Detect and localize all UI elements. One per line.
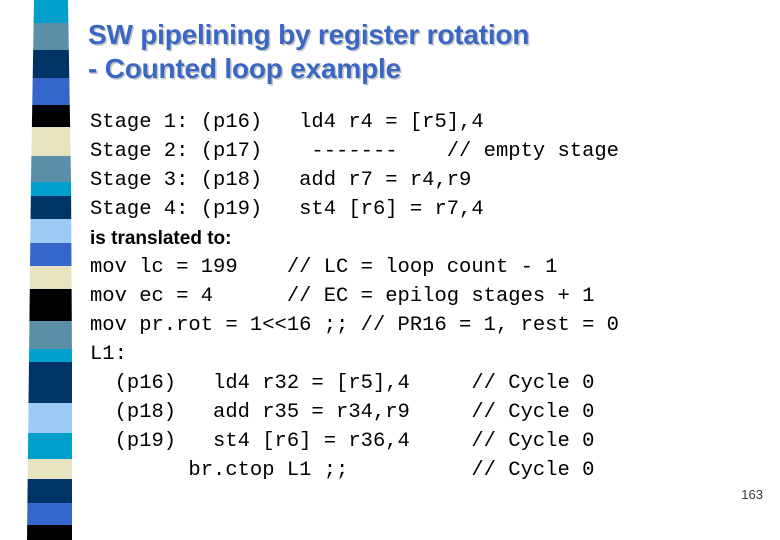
stripe-band <box>27 503 72 525</box>
code-line: br.ctop L1 ;; // Cycle 0 <box>90 459 595 482</box>
stripe-band <box>27 349 72 362</box>
code-line: Stage 4: (p19) st4 [r6] = r7,4 <box>90 198 484 221</box>
stripe-band <box>27 266 72 289</box>
stripe-band <box>27 78 72 105</box>
code-line: Stage 1: (p16) ld4 r4 = [r5],4 <box>90 111 484 134</box>
stripe-band <box>27 219 72 243</box>
stripe-band <box>27 525 72 540</box>
stripe-band <box>27 321 72 349</box>
code-line: (p19) st4 [r6] = r36,4 // Cycle 0 <box>90 430 595 453</box>
code-line: (p16) ld4 r32 = [r5],4 // Cycle 0 <box>90 372 595 395</box>
stripe-band <box>27 156 72 182</box>
code-line: mov lc = 199 // LC = loop count - 1 <box>90 256 558 279</box>
stripe-band <box>27 105 72 127</box>
code-line: Stage 2: (p17) ------- // empty stage <box>90 140 619 163</box>
stripe-band <box>27 23 72 50</box>
stripe-svg <box>27 0 72 540</box>
stripe-band <box>27 0 72 23</box>
stripe-band <box>27 479 72 503</box>
code-line: mov pr.rot = 1<<16 ;; // PR16 = 1, rest … <box>90 314 619 337</box>
body-text-line: is translated to: <box>90 228 232 249</box>
stripe-band <box>27 403 72 433</box>
code-line: (p18) add r35 = r34,r9 // Cycle 0 <box>90 401 595 424</box>
stripe-band <box>27 459 72 479</box>
code-line: L1: <box>90 343 127 366</box>
stripe-band <box>27 50 72 78</box>
code-line: Stage 3: (p18) add r7 = r4,r9 <box>90 169 472 192</box>
stripe-band <box>27 289 72 321</box>
code-line: mov ec = 4 // EC = epilog stages + 1 <box>90 285 595 308</box>
left-color-stripe <box>0 0 80 540</box>
stripe-band <box>27 362 72 403</box>
stripe-band <box>27 196 72 219</box>
page-title: SW pipelining by register rotation - Cou… <box>88 19 530 84</box>
stripe-band <box>27 243 72 266</box>
page-number: 163 <box>741 487 763 502</box>
stripe-band <box>27 433 72 459</box>
stripe-band <box>27 127 72 156</box>
stripe-band <box>27 182 72 196</box>
